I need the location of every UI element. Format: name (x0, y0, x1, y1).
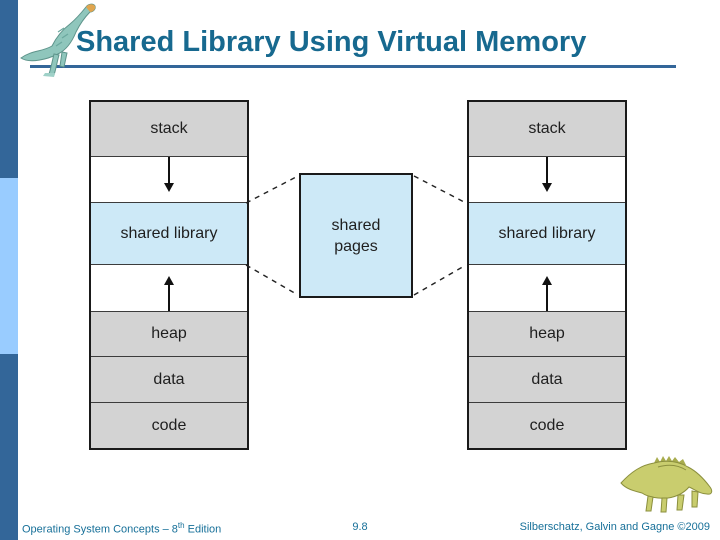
shared-pages-box: shared pages (299, 173, 413, 298)
segment-code: code (469, 403, 625, 448)
arrow-head (542, 276, 552, 285)
arrow-shaft (546, 285, 548, 311)
up-arrow-icon (542, 276, 552, 311)
segment-label: heap (529, 325, 565, 342)
segment-label: shared library (120, 224, 218, 242)
up-arrow-icon (164, 276, 174, 311)
segment-label: stack (528, 120, 566, 137)
segment-shared-library: shared library (469, 203, 625, 265)
down-arrow-icon (542, 157, 552, 192)
title-underline (30, 65, 676, 68)
sidebar-accent-bottom (0, 354, 18, 540)
segment-stack-growth-gap (469, 157, 625, 203)
segment-label: heap (151, 325, 187, 342)
footer-edition-text: Edition (184, 523, 222, 536)
footer-authors: Silberschatz, Galvin and Gagne ©2009 (519, 521, 710, 533)
arrow-head (542, 183, 552, 192)
segment-label: code (529, 416, 565, 434)
shared-pages-label-line1: shared (331, 216, 381, 234)
segment-code: code (91, 403, 247, 448)
segment-label: shared library (498, 224, 596, 242)
segment-data: data (469, 357, 625, 403)
segment-shared-library: shared library (91, 203, 247, 265)
segment-label: data (153, 370, 185, 388)
segment-heap: heap (91, 312, 247, 357)
segment-stack: stack (469, 102, 625, 157)
sidebar-accent-top (0, 0, 18, 178)
segment-heap-growth-gap (469, 265, 625, 312)
segment-heap: heap (469, 312, 625, 357)
dinosaur-mascot-icon (620, 456, 713, 513)
memory-layout-left: stack shared library heap data code (89, 100, 249, 450)
arrow-shaft (168, 285, 170, 311)
shared-pages-label-line2: pages (334, 237, 378, 255)
down-arrow-icon (164, 157, 174, 192)
segment-label: code (151, 416, 187, 434)
footer-page-number: 9.8 (352, 521, 368, 533)
segment-label: stack (150, 120, 188, 137)
arrow-head (164, 183, 174, 192)
segment-data: data (91, 357, 247, 403)
sidebar-accent-middle (0, 178, 18, 354)
page-title: Shared Library Using Virtual Memory (76, 26, 587, 58)
memory-layout-right: stack shared library heap data code (467, 100, 627, 450)
arrow-shaft (546, 157, 548, 183)
segment-label: data (531, 370, 563, 388)
segment-heap-growth-gap (91, 265, 247, 312)
arrow-shaft (168, 157, 170, 183)
arrow-head (164, 276, 174, 285)
footer-book-title: Operating System Concepts – 8th Edition (22, 521, 221, 536)
footer-book-title-text: Operating System Concepts – 8 (22, 523, 178, 536)
segment-stack-growth-gap (91, 157, 247, 203)
footer-edition-superscript: th (177, 521, 185, 530)
dinosaur-logo-icon (20, 3, 96, 77)
segment-stack: stack (91, 102, 247, 157)
